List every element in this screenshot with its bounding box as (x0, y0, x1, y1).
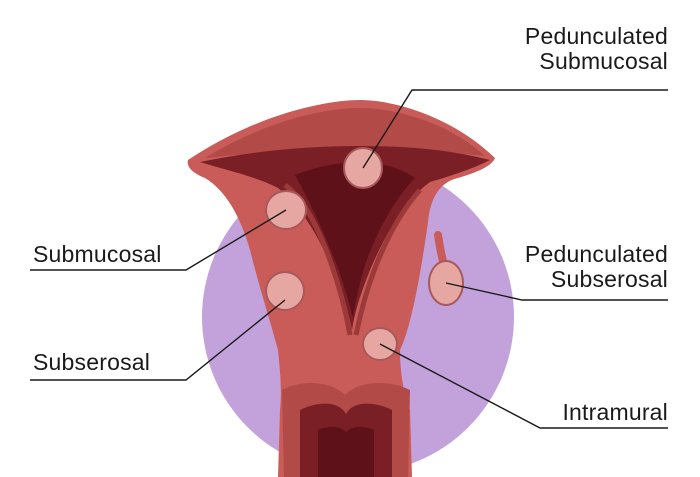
label-pedunculated-subserosal-line2: Subserosal (550, 266, 668, 292)
cavity-shadow (295, 162, 415, 318)
label-intramural: Intramural (562, 399, 668, 425)
leader-pedunculated-submucosal (362, 89, 668, 169)
label-pedunculated-submucosal: Pedunculated Submucosal (525, 24, 668, 74)
leader-subserosal (30, 299, 286, 381)
leader-submucosal (30, 209, 287, 271)
label-subserosal: Subserosal (33, 349, 151, 375)
fibroid-subserosal (265, 271, 305, 311)
uterus-fundus (205, 108, 485, 158)
label-pedunculated-submucosal-line1: Pedunculated (524, 23, 668, 49)
label-pedunculated-submucosal-line2: Submucosal (539, 48, 668, 74)
leader-intramural (379, 343, 668, 429)
label-submucosal: Submucosal (33, 241, 162, 267)
label-pedunculated-subserosal-line1: Pedunculated (524, 241, 668, 267)
label-pedunculated-subserosal: Pedunculated Subserosal (525, 242, 668, 292)
cervical-canal-inner (318, 426, 374, 477)
leader-pedunculated-subserosal (445, 282, 668, 301)
